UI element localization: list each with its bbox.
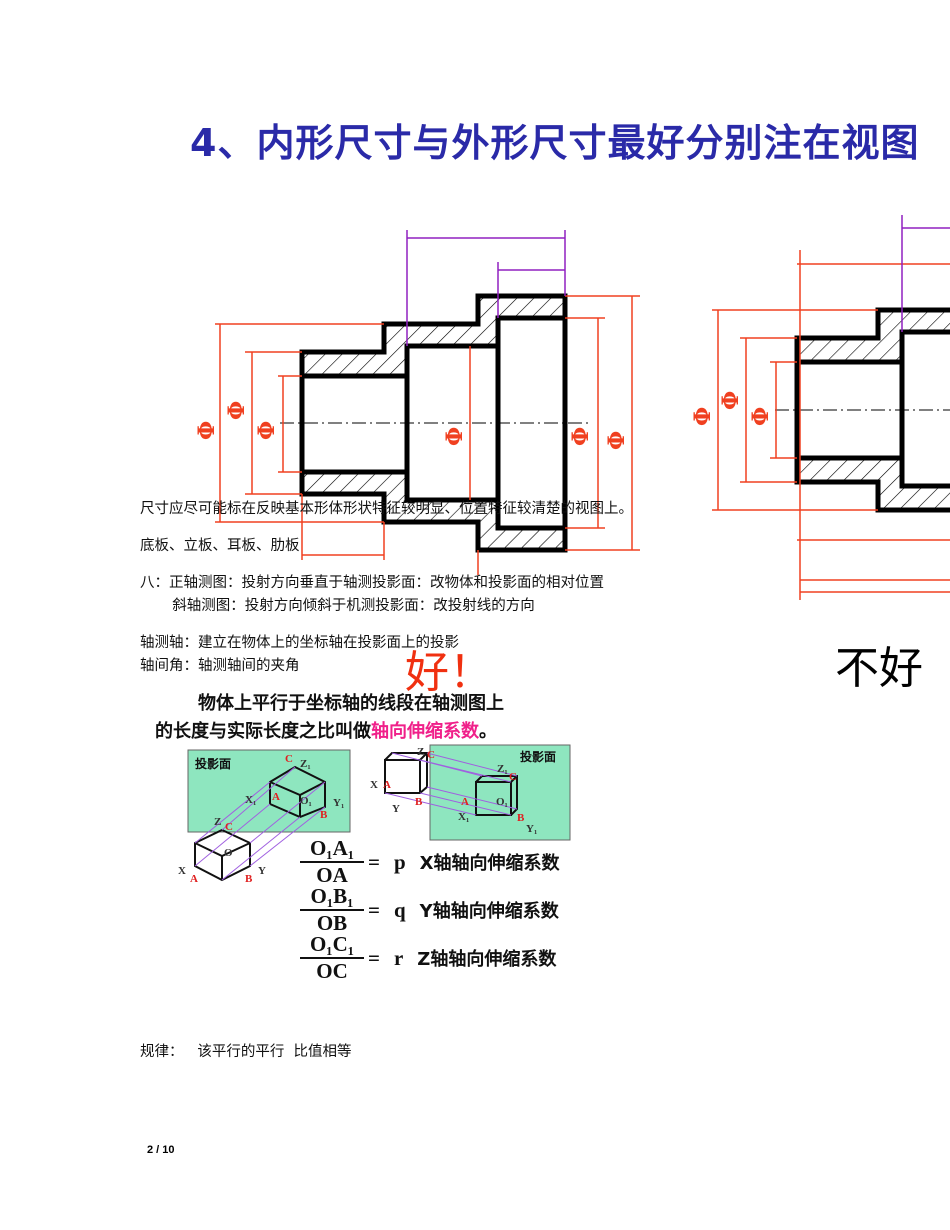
fraction: O₁A₁ OA <box>300 836 364 888</box>
note-line: 斜轴测图：投射方向倾斜于机测投影面：改投射线的方向 <box>140 598 535 614</box>
label-x1: X₁ <box>245 794 256 806</box>
figure-title-line2: 的长度与实际长度之比叫做轴向伸缩系数。 <box>155 717 497 743</box>
formula-row: O₁A₁ OA =p X轴轴向伸缩系数 <box>300 836 590 888</box>
bad-section-drawing: Φ Φ Φ <box>690 215 950 600</box>
projection-plane-left <box>187 749 351 833</box>
plane-label: 投影面 <box>520 749 556 764</box>
label-y: Y <box>392 803 400 815</box>
label-b: B <box>517 812 525 824</box>
numerator: O₁A₁ <box>309 836 355 860</box>
coefficient-symbol: p <box>393 849 406 874</box>
label-o: O <box>224 847 233 859</box>
coefficient-symbol: q <box>393 897 406 922</box>
good-label: 好！ <box>405 647 493 698</box>
label-a: A <box>461 796 469 808</box>
dim-phi: Φ <box>194 421 220 440</box>
coefficient-symbol: r <box>393 945 404 970</box>
label-y1: Y₁ <box>333 797 344 809</box>
denominator: OB <box>300 909 364 936</box>
figure-title-suffix: 。 <box>479 721 497 742</box>
page-number: 2 / 10 <box>147 1144 175 1156</box>
coefficient-desc: Z轴轴向伸缩系数 <box>417 949 557 970</box>
figure-title-text: 的长度与实际长度之比叫做 <box>155 721 371 742</box>
note-line: 轴测轴：建立在物体上的坐标轴在投影面上的投影 <box>140 635 459 651</box>
figure-title-highlight: 轴向伸缩系数 <box>371 721 479 742</box>
coefficient-desc: Y轴轴向伸缩系数 <box>419 901 559 922</box>
dim-phi: Φ <box>748 407 774 426</box>
note-line: 尺寸应尽可能标在反映基本形体形状特征较明显、位置特征较清楚的视图上。 <box>140 501 633 517</box>
numerator: O₁C₁ <box>309 932 355 956</box>
fraction: O₁C₁ OC <box>300 932 364 984</box>
label-z1: Z₁ <box>497 763 508 775</box>
label-c: C <box>427 749 435 761</box>
denominator: OA <box>300 861 364 888</box>
dim-phi: Φ <box>442 427 468 446</box>
label-x: X <box>370 779 378 791</box>
label-y: Y <box>258 865 266 877</box>
label-b: B <box>320 809 328 821</box>
bad-label: 不好 <box>835 643 923 694</box>
label-o1: O₁ <box>300 795 312 807</box>
label-y1: Y₁ <box>526 823 537 835</box>
label-x: X <box>178 865 186 877</box>
fraction: O₁B₁ OB <box>300 884 364 936</box>
label-c: C <box>285 753 293 765</box>
dim-phi: Φ <box>224 401 250 420</box>
label-c: C <box>509 771 517 783</box>
formula-row: O₁C₁ OC =r Z轴轴向伸缩系数 <box>300 932 590 984</box>
label-b: B <box>415 796 423 808</box>
note-line: 八：正轴测图：投射方向垂直于轴测投影面：改物体和投影面的相对位置 <box>140 575 604 591</box>
axonometric-figure: C Z₁ A X₁ O₁ B Y₁ Z C O X A B Y Z C X A … <box>178 744 571 885</box>
good-section-drawing: Φ Φ Φ Φ Φ Φ <box>194 230 640 575</box>
numerator: O₁B₁ <box>310 884 354 908</box>
label-a: A <box>190 873 198 885</box>
label-o1: O₁ <box>496 796 508 808</box>
label-x1: X₁ <box>458 811 469 823</box>
formula-row: O₁B₁ OB =q Y轴轴向伸缩系数 <box>300 884 590 936</box>
note-line: 轴间角：轴测轴间的夹角 <box>140 658 300 674</box>
dim-phi: Φ <box>568 427 594 446</box>
plane-label: 投影面 <box>195 756 231 771</box>
slide-title: 4、内形尺寸与外形尺寸最好分别注在视图 <box>190 121 920 165</box>
label-z1: Z₁ <box>300 758 311 770</box>
label-a: A <box>383 779 391 791</box>
formula-list: O₁A₁ OA =p X轴轴向伸缩系数 O₁B₁ OB =q Y轴轴向伸缩系数 … <box>300 836 590 984</box>
dim-phi: Φ <box>690 407 716 426</box>
label-b: B <box>245 873 253 885</box>
coefficient-desc: X轴轴向伸缩系数 <box>419 853 560 874</box>
dim-phi: Φ <box>604 431 630 450</box>
dim-phi: Φ <box>254 421 280 440</box>
label-c: C <box>225 821 233 833</box>
projection-plane-right <box>429 744 571 841</box>
dim-phi: Φ <box>718 391 744 410</box>
denominator: OC <box>300 957 364 984</box>
label-a: A <box>272 791 280 803</box>
label-z: Z <box>417 746 424 758</box>
note-line: 底板、立板、耳板、肋板 <box>140 538 300 554</box>
figure-title-line1: 物体上平行于坐标轴的线段在轴测图上 <box>198 693 504 714</box>
rule-line: 规律： 该平行的平行 比值相等 <box>140 1044 352 1060</box>
label-z: Z <box>214 816 221 828</box>
